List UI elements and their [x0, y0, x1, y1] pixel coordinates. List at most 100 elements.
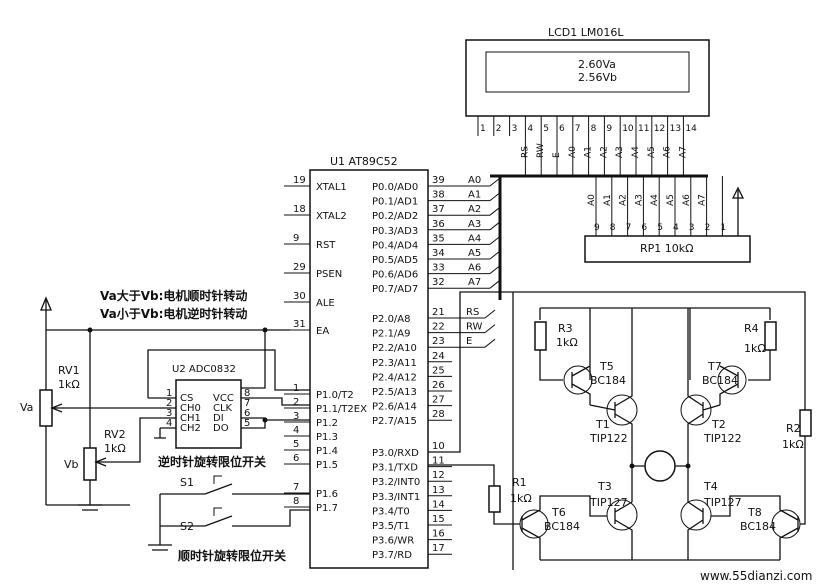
mcu-pin-number: 7 — [293, 482, 299, 493]
t1-type: TIP122 — [589, 432, 628, 445]
t7-leads — [719, 365, 739, 405]
mcu-net-label: A7 — [468, 277, 481, 288]
mcu-pin-name: P2.4/A12 — [372, 372, 417, 383]
r4-label: R4 — [744, 322, 759, 335]
rp1-net-label: A3 — [634, 194, 644, 206]
s2-limit-switch: S2 — [160, 507, 310, 533]
lcd-pin-label: RW — [536, 143, 546, 158]
r4-value: 1kΩ — [744, 342, 766, 355]
r4-body — [764, 321, 777, 351]
lcd-pin-number: 10 — [622, 124, 634, 134]
upper-collector-wires — [589, 308, 691, 380]
p30-to-bridge-wire — [428, 291, 513, 453]
lcd-pin-number: 12 — [654, 124, 665, 134]
mcu-pin-name: P2.0/A8 — [372, 314, 411, 325]
t7-transistor-icon — [717, 365, 747, 395]
adc-pin-name: DO — [213, 423, 229, 434]
t5-leads — [571, 365, 591, 405]
adc-pin-name: CS — [180, 393, 193, 404]
t4-transistor-icon — [680, 499, 712, 531]
lcd-pin-number: 4 — [527, 124, 533, 134]
mcu-pin-number: 21 — [432, 307, 445, 318]
s2-contact — [160, 509, 310, 527]
mcu-pin-name: EA — [316, 326, 329, 337]
adc-pin-number: 4 — [166, 418, 172, 429]
mcu-pin-name: P1.3 — [316, 432, 338, 443]
lcd-pin-label: A7 — [678, 146, 688, 158]
mcu-pin-name: RST — [316, 240, 336, 251]
mcu-pin-name: P1.1/T2EX — [316, 404, 367, 415]
r2-value: 1kΩ — [782, 438, 804, 451]
t8-type: BC184 — [740, 520, 776, 533]
mcu-pin-name: P2.7/A15 — [372, 416, 417, 427]
mcu-pin-name: P1.4 — [316, 446, 338, 457]
mcu-pin-name: P2.2/A10 — [372, 343, 417, 354]
rp1-pin-number: 9 — [594, 223, 600, 233]
mcu-pin-name: P1.0/T2 — [316, 390, 354, 401]
s1-label: S1 — [180, 476, 194, 489]
t1-label: T1 — [595, 418, 610, 431]
vcc-arrow-icon — [731, 186, 745, 199]
lcd-pin-label: A0 — [568, 146, 578, 158]
rv1-potentiometer: RV1 1kΩ Va — [20, 330, 176, 505]
mcu-pin-number: 14 — [432, 499, 445, 510]
rp1-net-label: A0 — [587, 194, 597, 206]
rp1-net-label: A4 — [650, 194, 660, 206]
mcu-net-label: A3 — [468, 219, 481, 230]
mcu-pin-number: 17 — [432, 543, 445, 554]
lcd-pin-number: 13 — [670, 124, 681, 134]
rp1-net-label: A7 — [698, 194, 708, 206]
lcd-line1: 2.60Va — [578, 58, 616, 71]
mcu-pin-number: 25 — [432, 365, 445, 376]
mcu-pin-name: P3.1/TXD — [372, 463, 418, 474]
ground-icon — [148, 544, 172, 551]
lcd-pin-label: A4 — [631, 146, 641, 158]
t4-type: TIP127 — [703, 496, 742, 509]
mcu-pin-number: 16 — [432, 529, 445, 540]
mcu-pin-name: P0.3/AD3 — [372, 226, 418, 237]
mcu-pin-number: 26 — [432, 380, 445, 391]
mcu-pin-number: 18 — [293, 204, 306, 215]
mcu-pin-number: 10 — [432, 441, 445, 452]
lcd-pin-label: RS — [520, 146, 530, 158]
mcu-pin-number: 12 — [432, 470, 445, 481]
adc-body — [175, 379, 242, 449]
mcu-net-label: A1 — [468, 190, 481, 201]
note-va-greater: Va大于Vb:电机顺时针转动 — [100, 288, 247, 303]
t3-transistor-icon — [606, 499, 638, 531]
mcu-pin-name: P0.2/AD2 — [372, 211, 418, 222]
mcu-pin-name: P1.7 — [316, 503, 338, 514]
bus-entry — [489, 206, 501, 216]
mcu-pin-name: P3.0/RXD — [372, 448, 419, 459]
mcu-at89c52: U1 AT89C52 19XTAL118XTAL29RST29PSEN30ALE… — [284, 155, 501, 569]
rv1-value: 1kΩ — [58, 378, 80, 391]
junction-dot — [629, 463, 635, 469]
mcu-pin-number: 3 — [293, 411, 299, 422]
mcu-pin-name: P1.5 — [316, 460, 338, 471]
r3-label: R3 — [558, 322, 573, 335]
rv1-body — [39, 389, 53, 427]
mcu-pin-name: PSEN — [316, 269, 342, 280]
mcu-pin-number: 31 — [293, 319, 306, 330]
ch2-ground-icon — [154, 427, 176, 439]
mcu-pin-number: 13 — [432, 485, 445, 496]
vcc-arrow-icon — [40, 296, 52, 311]
mcu-pin-name: P3.4/T0 — [372, 506, 410, 517]
mcu-pin-name: P2.1/A9 — [372, 329, 411, 340]
r1-label: R1 — [512, 476, 527, 489]
junction-dot — [685, 463, 691, 469]
mcu-net-label: A5 — [468, 248, 481, 259]
mcu-pin-name: XTAL2 — [316, 211, 347, 222]
t4-leads — [687, 470, 704, 560]
mcu-pin-number: 15 — [432, 514, 445, 525]
mcu-pin-number: 11 — [432, 456, 445, 467]
s1-limit-switch: S1 — [160, 475, 310, 495]
mcu-pin-name: P0.6/AD6 — [372, 270, 418, 281]
mcu-pin-number: 30 — [293, 291, 306, 302]
mcu-net-label: A4 — [468, 233, 481, 244]
rv2-body — [83, 447, 97, 481]
